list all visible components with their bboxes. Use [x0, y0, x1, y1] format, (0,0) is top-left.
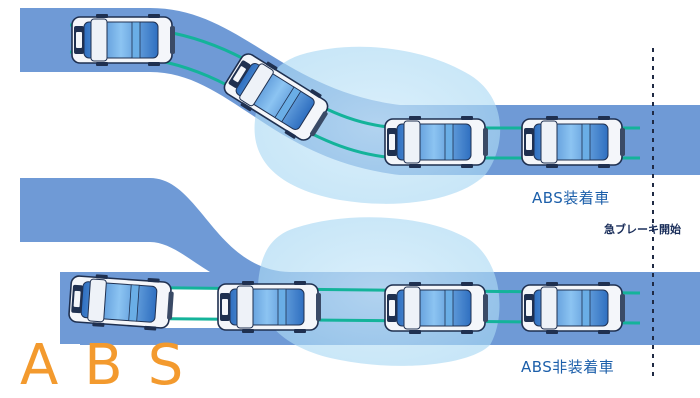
car-non-abs-4	[522, 282, 625, 334]
car-abs-1	[72, 14, 175, 66]
car-non-abs-3	[385, 282, 488, 334]
label-abs-equipped: ABS装着車	[532, 187, 610, 208]
car-non-abs-2	[218, 281, 321, 333]
label-non-abs: ABS非装着車	[521, 356, 614, 377]
car-abs-4	[522, 116, 625, 168]
car-abs-3	[385, 116, 488, 168]
label-brake-start: 急ブレーキ開始	[604, 221, 681, 237]
car-non-abs-1	[68, 273, 174, 332]
abs-logo: ABS	[20, 338, 209, 394]
